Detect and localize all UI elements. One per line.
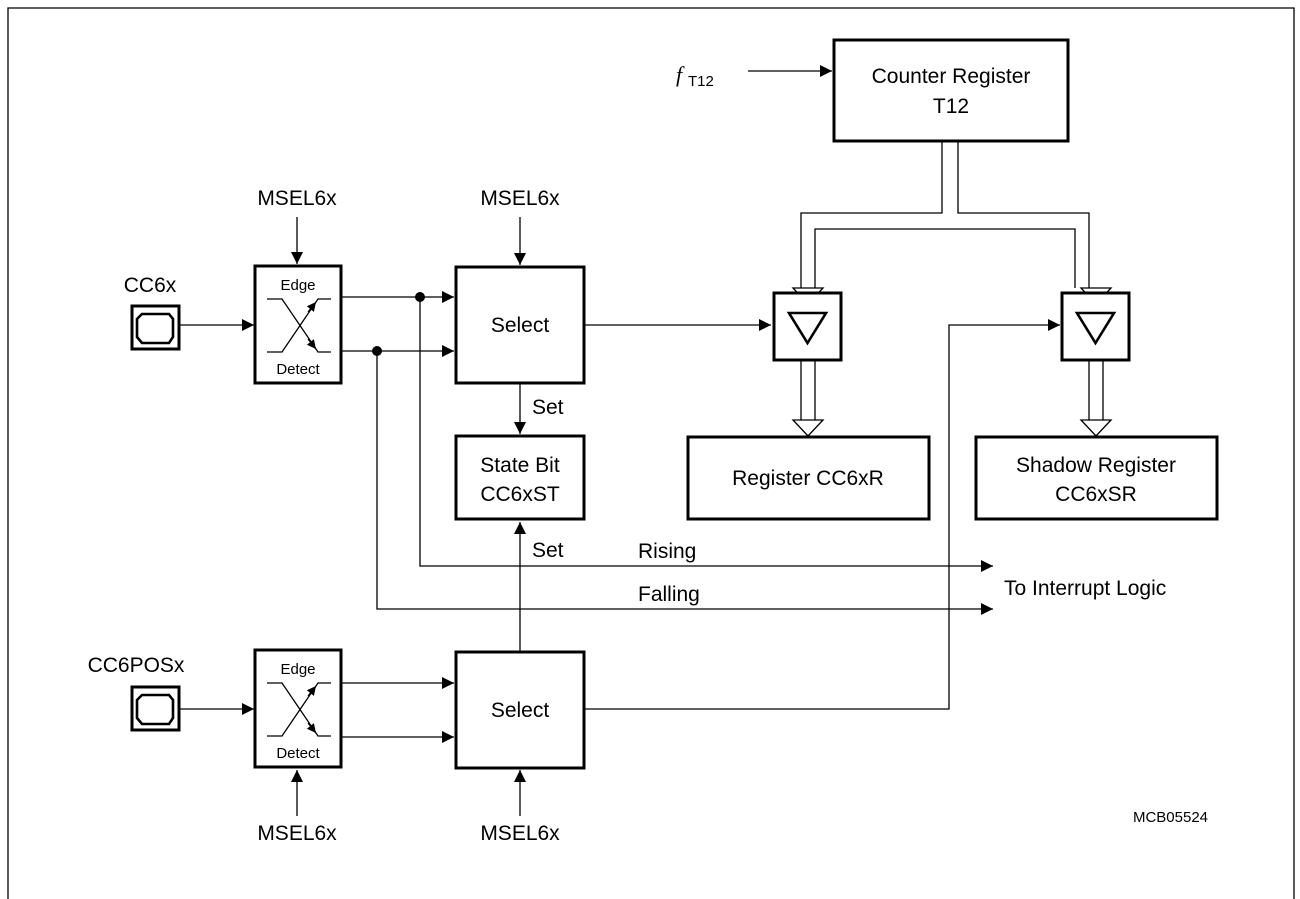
clock-input-label: f T12 <box>676 62 714 90</box>
select-block-top: Select <box>454 265 586 385</box>
shadow-register-cc6xsr: Shadow Register CC6xSR <box>974 435 1219 521</box>
latch-output-bus <box>791 361 1113 437</box>
svg-text:Shadow Register: Shadow Register <box>1016 454 1176 477</box>
msel6x-label-select-top: MSEL6x <box>480 187 560 210</box>
svg-text:T12: T12 <box>688 73 714 90</box>
svg-text:CC6xST: CC6xST <box>480 483 560 506</box>
state-bit-cc6xst: State Bit CC6xST <box>454 434 586 521</box>
svg-text:f: f <box>676 62 685 87</box>
falling-label: Falling <box>638 583 700 606</box>
svg-text:Select: Select <box>491 314 550 337</box>
figure-id: MCB05524 <box>1133 809 1208 826</box>
register-cc6xr: Register CC6xR <box>686 435 931 521</box>
cc6x-pin-icon <box>130 304 181 351</box>
svg-text:CC6xSR: CC6xSR <box>1055 483 1137 506</box>
svg-text:Register CC6xR: Register CC6xR <box>732 467 884 490</box>
cc6posx-pin-label: CC6POSx <box>88 654 185 677</box>
rising-label: Rising <box>638 540 696 563</box>
capture-latch-main <box>772 291 843 362</box>
capture-latch-shadow <box>1060 291 1131 362</box>
svg-text:State Bit: State Bit <box>480 454 560 477</box>
msel6x-label-edge-bottom: MSEL6x <box>257 822 337 845</box>
counter-bus <box>791 142 1113 305</box>
counter-register-t12: Counter Register T12 <box>832 38 1070 143</box>
svg-text:Detect: Detect <box>276 745 320 762</box>
set-label-bottom: Set <box>532 539 564 562</box>
set-label-top: Set <box>532 396 564 419</box>
svg-text:Edge: Edge <box>280 661 315 678</box>
select-to-shadow-latch-wire <box>585 319 1060 710</box>
cc6x-pin-label: CC6x <box>124 274 177 297</box>
select-block-bottom: Select <box>454 650 586 770</box>
svg-text:Edge: Edge <box>280 277 315 294</box>
rising-interrupt-line <box>419 297 993 572</box>
cc6posx-pin-icon <box>130 685 181 732</box>
svg-text:Select: Select <box>491 699 550 722</box>
counter-register-title: Counter Register <box>872 65 1031 88</box>
edge-detect-top: Edge Detect <box>253 264 343 385</box>
page-frame <box>7 7 1295 899</box>
counter-register-subtitle: T12 <box>933 95 969 118</box>
interrupt-logic-label: To Interrupt Logic <box>1004 577 1166 600</box>
msel6x-label-select-bottom: MSEL6x <box>480 822 560 845</box>
msel6x-label-edge-top: MSEL6x <box>257 187 337 210</box>
edge-detect-bottom: Edge Detect <box>253 648 343 769</box>
svg-text:Detect: Detect <box>276 361 320 378</box>
falling-interrupt-line <box>376 351 993 615</box>
